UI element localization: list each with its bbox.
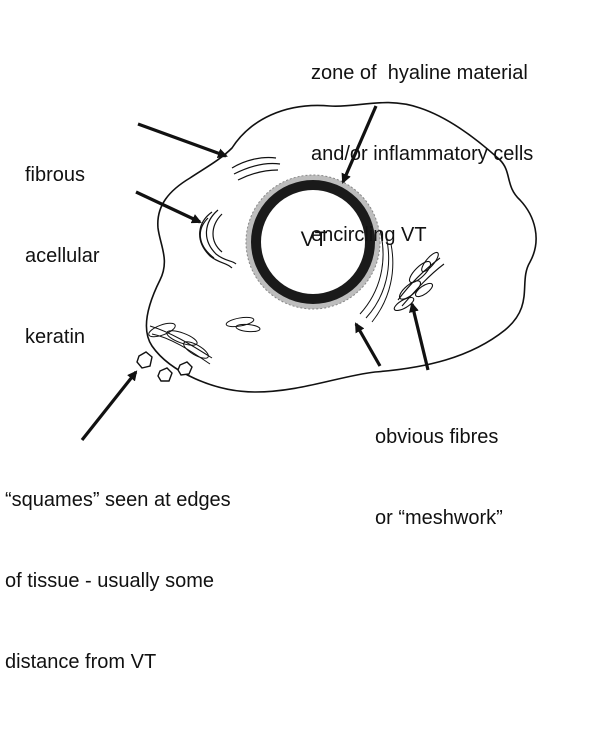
keratin-annotation: fibrous acellular keratin [25, 108, 99, 405]
arrow-fibres-left [356, 324, 380, 366]
hyaline-zone-annotation: zone of hyaline material and/or inflamma… [311, 6, 533, 303]
squames-annotation: “squames” seen at edges of tissue - usua… [5, 433, 231, 730]
squames [137, 352, 192, 381]
fibrous-strokes-upper [232, 157, 280, 180]
diagram-canvas: VT zone of hyaline material and/or infla… [0, 0, 615, 520]
arrow-fibres-right [412, 304, 428, 370]
annotation-line: of tissue - usually some [5, 568, 231, 595]
meshwork-annotation: obvious fibres or “meshwork” [375, 370, 503, 586]
annotation-line: zone of hyaline material [311, 60, 533, 87]
annotation-line: encircling VT [311, 222, 533, 249]
annotation-line: or “meshwork” [375, 505, 503, 532]
annotation-line: fibrous [25, 162, 99, 189]
arrow-fibrous [138, 124, 226, 156]
annotation-line: and/or inflammatory cells [311, 141, 533, 168]
annotation-line: obvious fibres [375, 424, 503, 451]
annotation-line: “squames” seen at edges [5, 487, 231, 514]
fibres-bottom-middle [226, 316, 261, 333]
annotation-line: distance from VT [5, 649, 231, 676]
annotation-line: keratin [25, 324, 99, 351]
annotation-line: acellular [25, 243, 99, 270]
meshwork-lower-left [147, 321, 212, 364]
keratin-curls [200, 210, 236, 268]
